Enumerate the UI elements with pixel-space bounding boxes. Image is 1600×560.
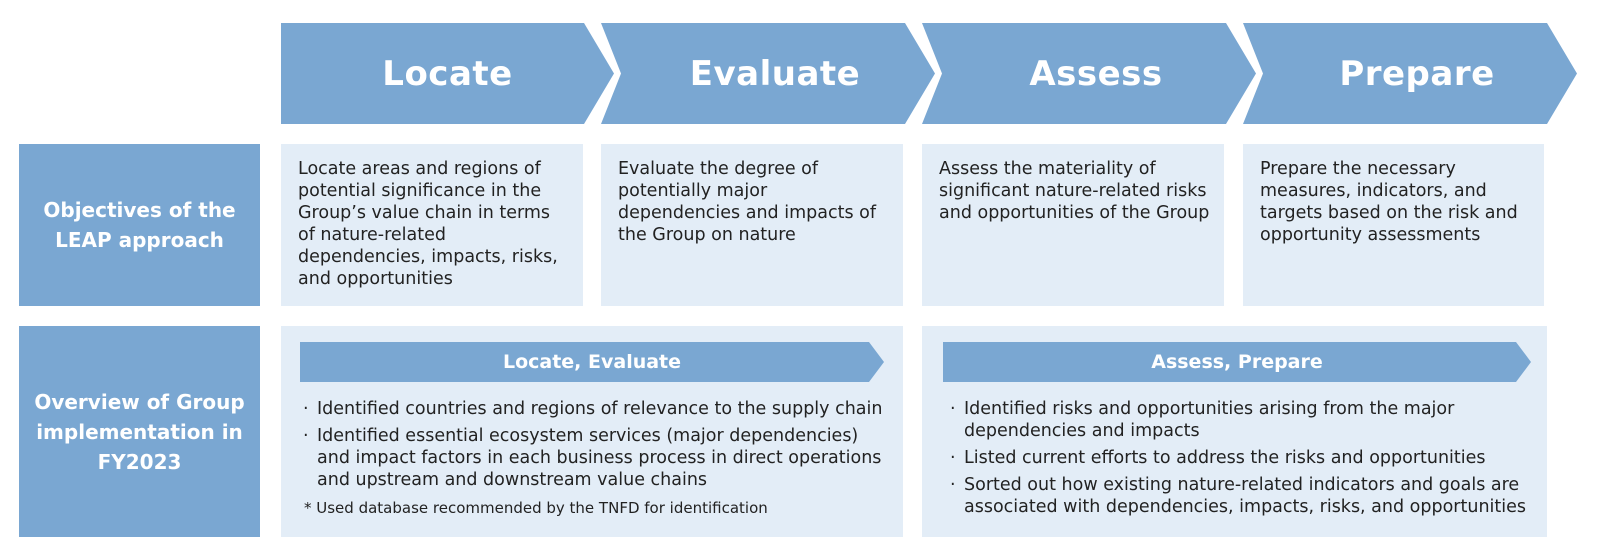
- objective-box-locate: Locate areas and regions of potential si…: [281, 144, 583, 306]
- bullet-dot: ·: [950, 448, 956, 468]
- row-label-line: implementation in: [36, 419, 243, 444]
- implementation-panel-locate-evaluate: Locate, Evaluate · Identified countries …: [281, 326, 903, 537]
- objective-box-assess: Assess the materiality of significant na…: [922, 144, 1224, 306]
- list-item-text: Identified countries and regions of rele…: [317, 399, 883, 419]
- objective-box-evaluate: Evaluate the degree of potentially major…: [601, 144, 903, 306]
- list-item: · Identified countries and regions of re…: [301, 398, 891, 420]
- subheader-arrow-locate-evaluate: Locate, Evaluate: [300, 342, 884, 382]
- list-item: · Sorted out how existing nature-related…: [948, 474, 1540, 518]
- row-label-line: Objectives of the: [43, 198, 236, 222]
- bullet-dot: ·: [303, 426, 309, 446]
- list-item: · Identified essential ecosystem service…: [301, 425, 891, 491]
- stage-label: Assess: [1029, 53, 1163, 94]
- stage-label: Prepare: [1339, 53, 1495, 94]
- objective-text: Locate areas and regions of potential si…: [298, 159, 558, 289]
- list-item-text: Identified risks and opportunities arisi…: [964, 399, 1455, 441]
- row-label-objectives: Objectives of the LEAP approach: [19, 144, 260, 306]
- objective-text: Evaluate the degree of potentially major…: [618, 159, 876, 245]
- objective-text: Prepare the necessary measures, indicato…: [1260, 159, 1518, 245]
- list-item-text: Listed current efforts to address the ri…: [964, 448, 1486, 468]
- bullet-dot: ·: [950, 399, 956, 419]
- row-label-line: Overview of Group: [34, 389, 245, 414]
- subheader-arrow-assess-prepare: Assess, Prepare: [943, 342, 1531, 382]
- stage-label: Evaluate: [689, 53, 861, 94]
- stage-label: Locate: [382, 53, 513, 94]
- list-item: · Listed current efforts to address the …: [948, 447, 1540, 469]
- bullet-list: · Identified countries and regions of re…: [301, 398, 891, 496]
- stage-chevron-assess: Assess: [922, 23, 1256, 124]
- list-item-text: Sorted out how existing nature-related i…: [964, 475, 1527, 517]
- stage-chevron-prepare: Prepare: [1243, 23, 1577, 124]
- bullet-list: · Identified risks and opportunities ari…: [948, 398, 1540, 523]
- implementation-panel-assess-prepare: Assess, Prepare · Identified risks and o…: [922, 326, 1547, 537]
- stage-chevron-evaluate: Evaluate: [601, 23, 935, 124]
- row-label-line: FY2023: [97, 449, 182, 474]
- subheader-label: Locate, Evaluate: [502, 351, 682, 373]
- list-item-text: Identified essential ecosystem services …: [317, 426, 882, 490]
- bullet-dot: ·: [303, 399, 309, 419]
- objective-box-prepare: Prepare the necessary measures, indicato…: [1243, 144, 1544, 306]
- stage-chevron-locate: Locate: [281, 23, 614, 124]
- list-item: · Identified risks and opportunities ari…: [948, 398, 1540, 442]
- row-label-line: LEAP approach: [55, 228, 224, 252]
- bullet-dot: ·: [950, 475, 956, 495]
- objective-text: Assess the materiality of significant na…: [939, 159, 1210, 223]
- subheader-label: Assess, Prepare: [1151, 351, 1323, 373]
- row-label-implementation: Overview of Group implementation in FY20…: [19, 326, 260, 537]
- footnote: * Used database recommended by the TNFD …: [304, 499, 768, 517]
